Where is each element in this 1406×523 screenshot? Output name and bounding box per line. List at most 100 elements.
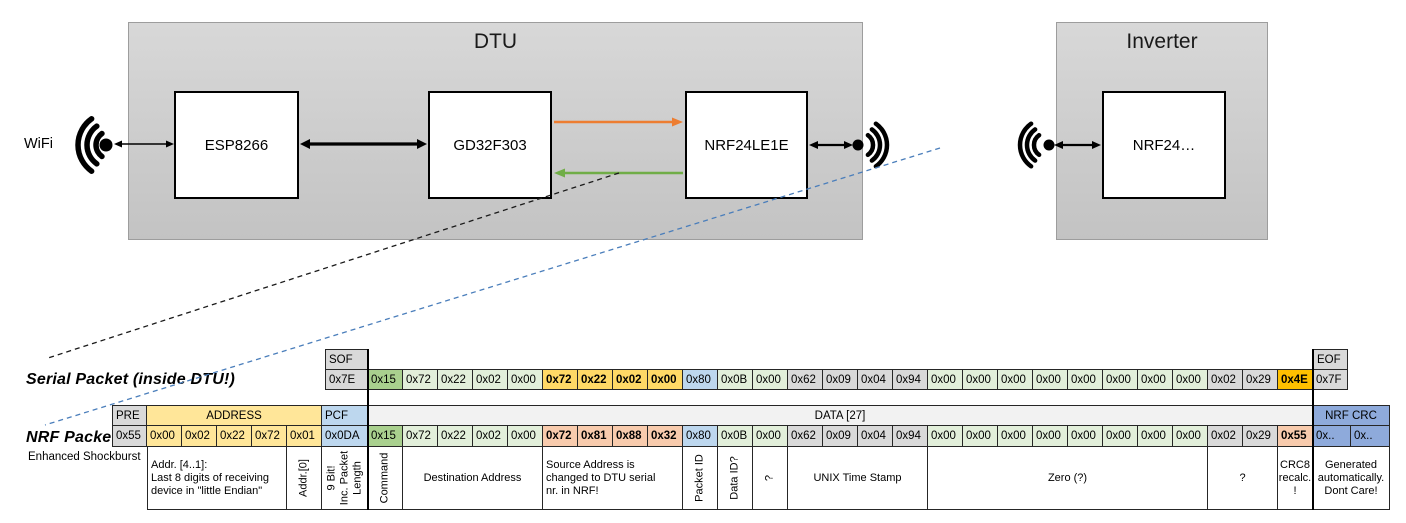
header-cell: NRF CRC (1313, 405, 1390, 426)
annotation-row: Addr. [4..1]: Last 8 digits of receiving… (147, 446, 1390, 510)
annotation-cell: Zero (?) (928, 446, 1208, 510)
byte-cell: 0x00 (928, 369, 963, 390)
wifi-icon (1017, 121, 1055, 169)
byte-cell: 0x02 (473, 425, 508, 447)
byte-cell: 0x00 (1033, 369, 1068, 390)
annotation-cell: Addr. [4..1]: Last 8 digits of receiving… (147, 446, 287, 510)
byte-cell: 0x4E (1278, 369, 1313, 390)
byte-cell: 0x72 (252, 425, 287, 447)
byte-cell: 0x00 (508, 425, 543, 447)
wifi-icon (75, 116, 113, 174)
byte-cell: 0x29 (1243, 369, 1278, 390)
byte-cell: 0x00 (963, 369, 998, 390)
byte-cell: 0x62 (788, 369, 823, 390)
byte-cell: 0x94 (893, 369, 928, 390)
annotation-text: Generated automatically. Dont Care! (1317, 458, 1385, 497)
esp8266-label: ESP8266 (204, 136, 269, 154)
byte-cell: 0x72 (403, 369, 438, 390)
byte-cell: 0x32 (648, 425, 683, 447)
annotation-text: Destination Address (423, 471, 522, 484)
byte-cell: 0x04 (858, 369, 893, 390)
byte-cell: 0x29 (1243, 425, 1278, 447)
annotation-text: UNIX Time Stamp (813, 471, 902, 484)
annotation-cell: Addr.[0] (287, 446, 322, 510)
annotation-text: Source Address is changed to DTU serial … (546, 458, 656, 497)
annotation-cell: CRC8 recalc. ! (1278, 446, 1313, 510)
inverter-nrf24-box: NRF24… (1102, 91, 1226, 199)
annotation-text: CRC8 recalc. ! (1278, 458, 1312, 497)
enhanced-shockburst-label: Enhanced Shockburst (28, 451, 141, 463)
byte-cell: 0x00 (1068, 425, 1103, 447)
byte-cell: 0x7F (1313, 369, 1348, 390)
annotation-text: Command (378, 452, 391, 504)
annotation-cell: Destination Address (403, 446, 543, 510)
data-start-separator (367, 349, 369, 510)
byte-cell: 0x72 (403, 425, 438, 447)
serial-packet-label: Serial Packet (inside DTU!) (26, 371, 236, 388)
byte-cell: 0x15 (368, 425, 403, 447)
byte-cell: 0x04 (858, 425, 893, 447)
byte-cell: 0x00 (1103, 369, 1138, 390)
wifi-label: WiFi (24, 136, 53, 152)
byte-cell: 0x22 (438, 425, 473, 447)
header-cell: DATA [27] (368, 405, 1313, 426)
gd32f303-label: GD32F303 (453, 136, 527, 154)
byte-cell: 0x22 (217, 425, 252, 447)
byte-cell: 0x00 (648, 369, 683, 390)
nrf-packet-label: NRF Packet (26, 429, 117, 446)
annotation-text: 9 Bit! Inc. Packet Length (325, 450, 363, 506)
byte-cell: 0x22 (578, 369, 613, 390)
header-cell: PCF (322, 405, 368, 426)
inverter-title: Inverter (1126, 30, 1198, 53)
byte-cell: 0x00 (998, 369, 1033, 390)
annotation-text: Addr.[0] (297, 459, 310, 497)
byte-cell: 0x02 (1208, 425, 1243, 447)
byte-cell: 0x02 (1208, 369, 1243, 390)
byte-cell: 0x94 (893, 425, 928, 447)
annotation-text: Zero (?) (1047, 471, 1088, 484)
header-cell: ADDRESS (147, 405, 322, 426)
annotation-cell: Generated automatically. Dont Care! (1313, 446, 1390, 510)
byte-cell: 0x00 (753, 425, 788, 447)
byte-cell: 0x72 (543, 425, 578, 447)
byte-cell: 0x00 (1173, 425, 1208, 447)
byte-cell: 0x02 (613, 369, 648, 390)
nrf24le1e-label: NRF24LE1E (704, 136, 789, 154)
annotation-cell: ? (753, 446, 788, 510)
byte-cell: 0x00 (1103, 425, 1138, 447)
annotation-cell: Command (368, 446, 403, 510)
byte-cell: 0x62 (788, 425, 823, 447)
annotation-text: Addr. [4..1]: Last 8 digits of receiving… (151, 458, 270, 497)
annotation-text: ? (763, 474, 776, 482)
byte-cell: 0x0B (718, 369, 753, 390)
inverter-nrf24-label: NRF24… (1132, 136, 1196, 154)
eof-header-cell: EOF (1313, 349, 1348, 370)
annotation-cell: ? (1208, 446, 1278, 510)
byte-cell: 0x55 (1278, 425, 1313, 447)
byte-cell: 0x09 (823, 425, 858, 447)
byte-cell: 0x01 (287, 425, 322, 447)
annotation-cell: 9 Bit! Inc. Packet Length (322, 446, 368, 510)
byte-cell: 0x0DA (322, 425, 368, 447)
byte-cell: 0x02 (473, 369, 508, 390)
byte-cell: 0x72 (543, 369, 578, 390)
nrf24le1e-box: NRF24LE1E (685, 91, 808, 199)
byte-cell: 0x55 (112, 425, 147, 447)
byte-cell: 0x00 (147, 425, 182, 447)
byte-cell: 0x81 (578, 425, 613, 447)
byte-cell: 0x00 (928, 425, 963, 447)
byte-cell: 0x80 (683, 369, 718, 390)
annotation-cell: Data ID? (718, 446, 753, 510)
header-cell: PRE (112, 405, 147, 426)
byte-cell: 0x0B (718, 425, 753, 447)
dtu-title: DTU (473, 30, 518, 53)
esp8266-box: ESP8266 (174, 91, 299, 199)
byte-cell: 0x00 (753, 369, 788, 390)
byte-cell: 0x00 (1173, 369, 1208, 390)
annotation-cell: Source Address is changed to DTU serial … (543, 446, 683, 510)
byte-cell: 0x00 (1138, 425, 1173, 447)
byte-cell: 0x02 (182, 425, 217, 447)
